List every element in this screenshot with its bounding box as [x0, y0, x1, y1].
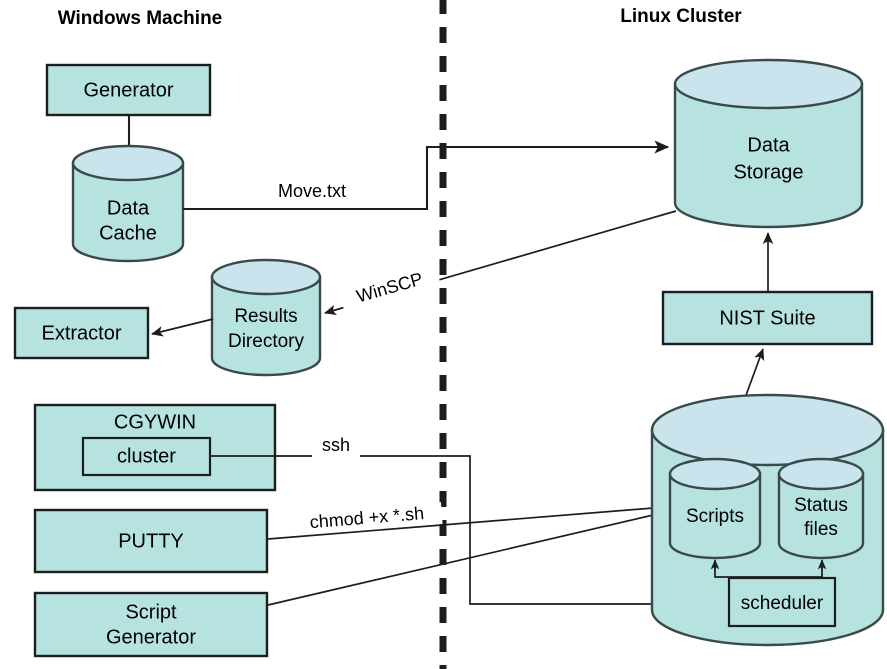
node-script-generator-label-2: Generator: [106, 626, 196, 648]
node-putty[interactable]: PUTTY: [33, 508, 269, 574]
node-script-generator-label-1: Script: [125, 601, 177, 623]
edge-label-winscp: WinSCP: [354, 269, 425, 307]
edge-chmod: [267, 502, 667, 540]
node-scheduler[interactable]: scheduler: [727, 576, 837, 628]
node-scripts-label: Scripts: [686, 506, 744, 527]
node-status-files[interactable]: Status files: [777, 457, 865, 560]
node-results-directory-label-2: Directory: [228, 331, 305, 352]
zone-title-windows: Windows Machine: [58, 8, 223, 29]
node-scheduler-label: scheduler: [741, 593, 824, 614]
node-script-generator[interactable]: Script Generator: [33, 591, 269, 658]
node-data-cache[interactable]: Data Cache: [71, 144, 185, 263]
node-data-storage[interactable]: Data Storage: [673, 58, 864, 229]
edge-label-ssh: ssh: [322, 435, 350, 455]
edge-script-generator-to-scripts: [267, 509, 667, 606]
node-generator[interactable]: Generator: [45, 63, 212, 117]
edge-ssh: [210, 455, 727, 610]
node-scripts[interactable]: Scripts: [668, 457, 762, 560]
node-data-storage-label-1: Data: [747, 134, 790, 156]
edge-label-winscp-bg: [338, 263, 442, 314]
edge-label-move-txt: Move.txt: [278, 181, 346, 201]
edge-label-chmod-bg: [291, 501, 443, 536]
node-nist-suite[interactable]: NIST Suite: [661, 290, 874, 346]
node-extractor[interactable]: Extractor: [13, 306, 150, 360]
zone-title-linux: Linux Cluster: [620, 6, 742, 27]
node-results-directory[interactable]: Results Directory: [210, 258, 322, 377]
node-cluster-label: cluster: [117, 445, 176, 467]
node-nist-suite-label: NIST Suite: [719, 307, 815, 329]
edge-move-txt: [183, 140, 670, 211]
node-cluster[interactable]: cluster: [81, 436, 212, 477]
node-results-directory-label-1: Results: [234, 306, 297, 327]
node-cgywin-label: CGYWIN: [114, 411, 196, 433]
edge-results-to-extractor: [151, 318, 214, 337]
node-generator-label: Generator: [83, 79, 173, 101]
node-data-cache-label-1: Data: [107, 197, 150, 219]
node-putty-label: PUTTY: [118, 530, 184, 552]
node-extractor-label: Extractor: [41, 322, 121, 344]
node-data-cache-label-2: Cache: [99, 222, 157, 244]
node-status-files-label-1: Status: [794, 495, 848, 516]
edge-label-ssh-bg: [312, 435, 360, 457]
node-cgywin[interactable]: CGYWIN cluster: [33, 403, 277, 492]
edge-label-move-txt-bg: [256, 180, 368, 202]
node-status-files-label-2: files: [804, 519, 838, 540]
node-data-storage-label-2: Storage: [733, 161, 803, 183]
